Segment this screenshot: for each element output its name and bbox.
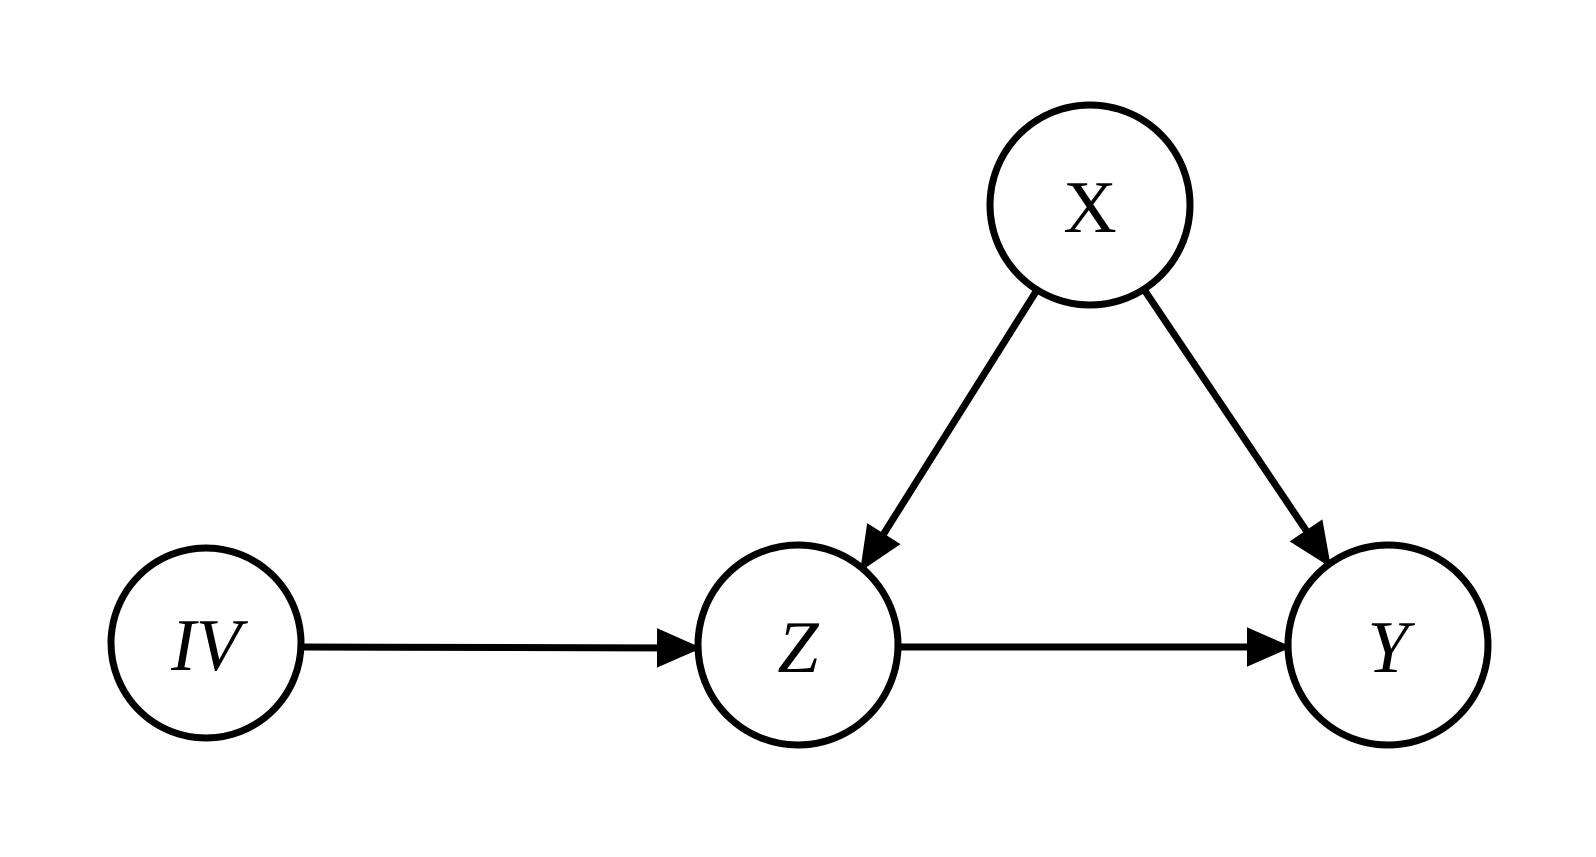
edge-x-to-z (858, 288, 1040, 572)
node-y[interactable]: Y (1284, 541, 1492, 749)
node-x-circle[interactable] (986, 101, 1194, 309)
node-y-label: Y (1367, 607, 1415, 689)
edge-iv-to-z (300, 628, 702, 668)
edge-x-to-y (1142, 289, 1333, 568)
node-x-label: X (1063, 167, 1116, 249)
node-iv[interactable]: IV (107, 544, 305, 742)
node-group: IV Z X Y (107, 101, 1492, 749)
node-z-circle[interactable] (694, 541, 902, 749)
edge-group (300, 288, 1333, 668)
node-x[interactable]: X (986, 101, 1194, 309)
node-iv-label: IV (170, 605, 249, 687)
node-z[interactable]: Z (694, 541, 902, 749)
node-y-circle[interactable] (1284, 541, 1492, 749)
node-z-label: Z (777, 607, 819, 689)
node-iv-circle[interactable] (107, 544, 305, 742)
